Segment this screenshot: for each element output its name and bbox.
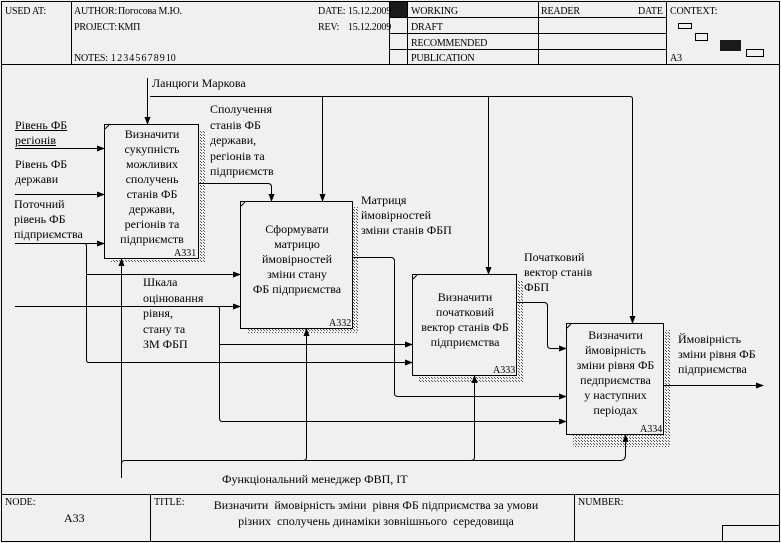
working-status-marker (390, 2, 407, 17)
activity-text-a332: Сформувати матрицю ймовірностей зміни ст… (252, 222, 342, 296)
used-at-label: USED AT: (5, 6, 46, 17)
arrow-label-combinations: Сполучення станів ФБ держави, регіонів т… (210, 102, 274, 178)
project-value: КМП (118, 22, 141, 33)
arrow-a332-to-a334[interactable] (353, 257, 567, 400)
project-label: PROJECT: (74, 22, 117, 33)
arrow-label-change-probability: Ймовірність зміни рівня ФБ підприємства (678, 332, 756, 376)
status-publication[interactable]: PUBLICATION (411, 53, 475, 64)
node-value: А33 (64, 511, 85, 525)
activity-text-a333: Визначити початковий вектор станів ФБ пі… (421, 290, 509, 349)
arrow-a333-to-a334[interactable] (517, 302, 567, 352)
context-label: CONTEXT: (670, 6, 718, 17)
activity-text-a331: Визначити сукупність можливих сполучень … (120, 127, 184, 246)
reader-date-label: DATE (638, 6, 663, 17)
mechanism-arrow-a332[interactable] (302, 328, 310, 461)
arrow-label-markov-chains: Ланцюги Маркова (152, 76, 246, 90)
title-label: TITLE: (154, 497, 185, 508)
node-label: NODE: (5, 497, 36, 508)
context-thumbnail (678, 23, 764, 57)
arrow-label-state-level: Рівень ФБ держави (15, 157, 68, 186)
arrow-label-probability-matrix: Матриця ймовірностей зміни станів ФБП (361, 193, 452, 237)
rev-value: 15.12.2009 (348, 22, 392, 33)
activity-id-a332: A332 (329, 318, 352, 329)
control-arrow-markov-a334[interactable] (150, 96, 636, 324)
arrow-a331-to-a332[interactable] (199, 183, 275, 202)
input-arrow-scale-to-a334[interactable] (216, 306, 567, 425)
reader-label: READER (541, 6, 580, 17)
rev-label: REV: (318, 22, 340, 33)
status-recommended[interactable]: RECOMMENDED (411, 38, 488, 49)
date-value: 15.12.2009 (348, 6, 392, 17)
notes-values[interactable]: 1 2 3 4 5 6 7 8 9 10 (111, 53, 176, 64)
arrow-label-region-level: Рівень ФБ регіонів (15, 118, 68, 147)
context-node: A3 (670, 53, 682, 64)
activity-box-a334[interactable] (566, 323, 664, 435)
status-working[interactable]: WORKING (411, 6, 458, 17)
mechanism-arrow-a333[interactable] (470, 375, 478, 461)
header-grid (1, 1, 780, 65)
activity-id-a334: A334 (640, 424, 663, 435)
number-label: NUMBER: (578, 497, 624, 508)
notes-label: NOTES: (74, 53, 108, 64)
arrow-label-enterprise-level: Поточний рівень ФБ підприємства (14, 197, 83, 241)
author-label: AUTHOR: (74, 6, 118, 17)
date-label: DATE: (318, 6, 346, 17)
author-value: Погосова М.Ю. (118, 6, 182, 17)
diagram-title: Визначити ймовірність зміни рівня ФБ під… (213, 498, 539, 528)
activity-box-a332[interactable] (240, 201, 353, 329)
status-draft[interactable]: DRAFT (411, 22, 443, 33)
activity-text-a334: Визначити ймовірність зміни рівня ФБ пед… (576, 328, 655, 417)
activity-box-a333[interactable] (412, 274, 517, 376)
arrow-label-initial-vector: Початковий вектор станів ФБП (524, 250, 593, 294)
footer-grid (1, 494, 780, 541)
activity-id-a331: A331 (174, 248, 197, 259)
arrow-label-mechanism: Функціональний менеджер ФВП, IT (222, 472, 408, 486)
arrow-label-scale: Шкала оцінювання рівня, стану та ЗМ ФБП (143, 275, 204, 351)
input-arrow-enterprise-to-a333[interactable] (83, 243, 413, 366)
mechanism-arrow-a334[interactable] (121, 434, 629, 465)
activity-id-a333: A333 (493, 365, 516, 376)
